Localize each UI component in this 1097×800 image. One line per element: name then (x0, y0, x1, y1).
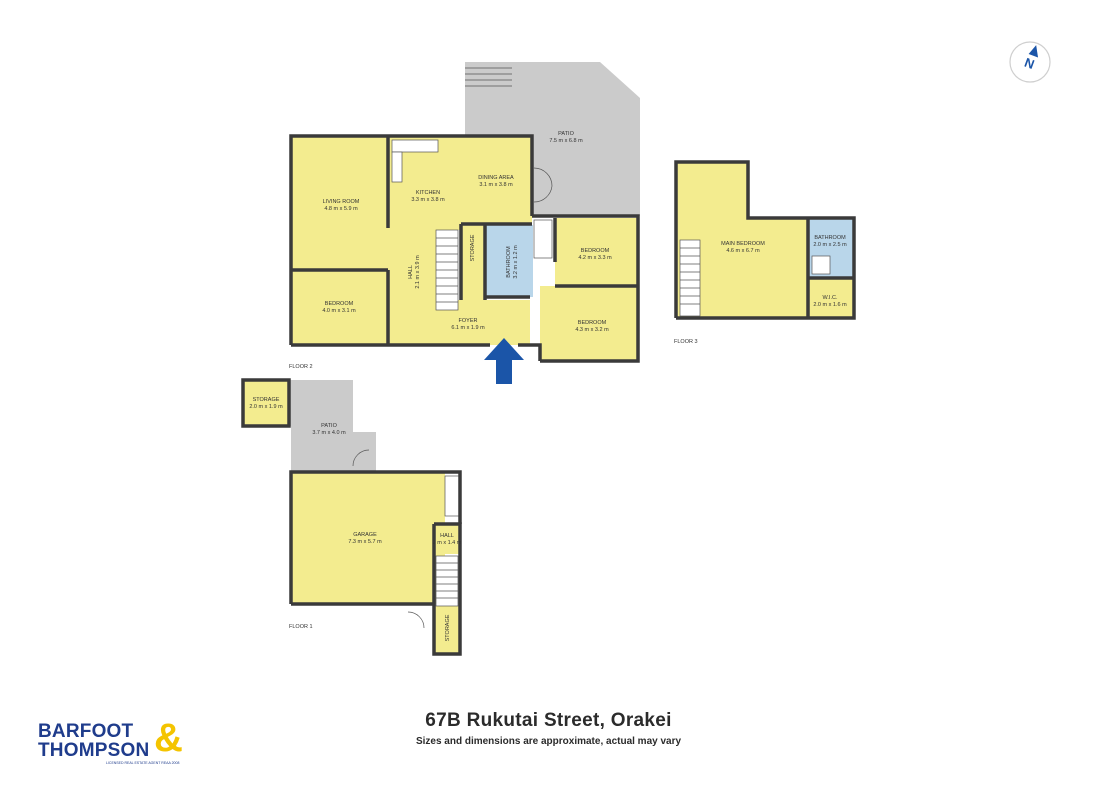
dining-area-label: DINING AREA (478, 175, 514, 181)
living-room-area (291, 136, 388, 270)
living-room-size: 4.8 m x 5.9 m (324, 206, 358, 212)
brand-line-1: BARFOOT (38, 721, 134, 742)
dining-area-size: 3.1 m x 3.8 m (479, 182, 513, 188)
bathroom-f3-label: BATHROOM (814, 235, 846, 241)
bathroom-f2-label: BATHROOM (506, 246, 512, 278)
brand-line-2: THOMPSON (38, 740, 150, 761)
hall-f1-area (434, 524, 460, 554)
storage-stair-label: STORAGE (445, 614, 451, 641)
brand-tagline: LICENSED REAL ESTATE AGENT REAA 2008 (106, 761, 180, 765)
patio-lower-area (289, 380, 376, 472)
compass-icon: N (1009, 41, 1051, 83)
bedroom-bottomright-label: BEDROOM (578, 320, 607, 326)
storage-stair-area (434, 606, 460, 654)
floor-1-plan (241, 378, 462, 656)
bedroom-topright-size: 4.2 m x 3.3 m (578, 255, 612, 261)
room-labels: LIVING ROOM 4.8 m x 5.9 m KITCHEN 3.3 m … (249, 131, 847, 641)
wic-label: W.I.C. (823, 295, 838, 301)
entry-arrow-icon (484, 338, 524, 384)
garage-size: 7.3 m x 5.7 m (348, 539, 382, 545)
bedroom-left-area (291, 270, 388, 345)
hall-f2-label: HALL (408, 265, 414, 279)
bathroom-f2-area (485, 225, 533, 297)
storage-small-label: STORAGE (253, 397, 280, 403)
foyer-size: 6.1 m x 1.9 m (451, 325, 485, 331)
storage-f2-area (461, 225, 485, 300)
patio-upper-label: PATIO (558, 131, 574, 137)
kitchen-size: 3.3 m x 3.8 m (411, 197, 445, 203)
dining-area-area (452, 136, 532, 224)
brand-ampersand: & (154, 716, 183, 760)
patio-lower-size: 3.7 m x 4.0 m (312, 430, 346, 436)
bathroom-f3-size: 2.0 m x 2.5 m (813, 242, 847, 248)
wic-area (808, 278, 854, 318)
floor-3-label: FLOOR 3 (674, 339, 698, 345)
bedroom-bottomright-area (540, 286, 638, 361)
foyer-label: FOYER (459, 318, 478, 324)
storage-small-size: 2.0 m x 1.9 m (249, 404, 283, 410)
storage-f2-label: STORAGE (470, 234, 476, 261)
patio-upper-size: 7.5 m x 6.8 m (549, 138, 583, 144)
bedroom-topright-area (555, 218, 638, 286)
foyer-area (400, 300, 530, 345)
hall-f2-size: 2.1 m x 3.9 m (415, 255, 421, 289)
floor-plan: N (241, 41, 1051, 656)
patio-upper-area (465, 62, 640, 216)
floor-2-label: FLOOR 2 (289, 364, 313, 370)
floor-3-plan (674, 160, 856, 320)
garage-area (291, 472, 445, 604)
main-bedroom-size: 4.6 m x 6.7 m (726, 248, 760, 254)
patio-lower-label: PATIO (321, 423, 337, 429)
main-bedroom-area (676, 162, 808, 318)
size-disclaimer: Sizes and dimensions are approximate, ac… (415, 736, 682, 747)
bedroom-bottomright-size: 4.3 m x 3.2 m (575, 327, 609, 333)
bathroom-f2-size: 3.2 m x 1.2 m (513, 245, 519, 279)
floor-2-plan (289, 62, 640, 384)
garage-label: GARAGE (353, 532, 377, 538)
kitchen-label: KITCHEN (416, 190, 440, 196)
hall-f1-label: HALL (440, 533, 454, 539)
bedroom-left-size: 4.0 m x 3.1 m (322, 308, 356, 314)
floor-1-label: FLOOR 1 (289, 624, 313, 630)
hall-f1-size: 2 m x 1.4 m (433, 540, 462, 546)
bedroom-left-label: BEDROOM (325, 301, 354, 307)
storage-small-area (243, 380, 289, 426)
property-address: 67B Rukutai Street, Orakei (425, 710, 672, 731)
brand-logo: BARFOOT THOMPSON & LICENSED REAL ESTATE … (38, 718, 183, 765)
wic-size: 2.0 m x 1.6 m (813, 302, 847, 308)
living-room-label: LIVING ROOM (323, 199, 360, 205)
bedroom-topright-label: BEDROOM (581, 248, 610, 254)
main-bedroom-label: MAIN BEDROOM (721, 241, 765, 247)
